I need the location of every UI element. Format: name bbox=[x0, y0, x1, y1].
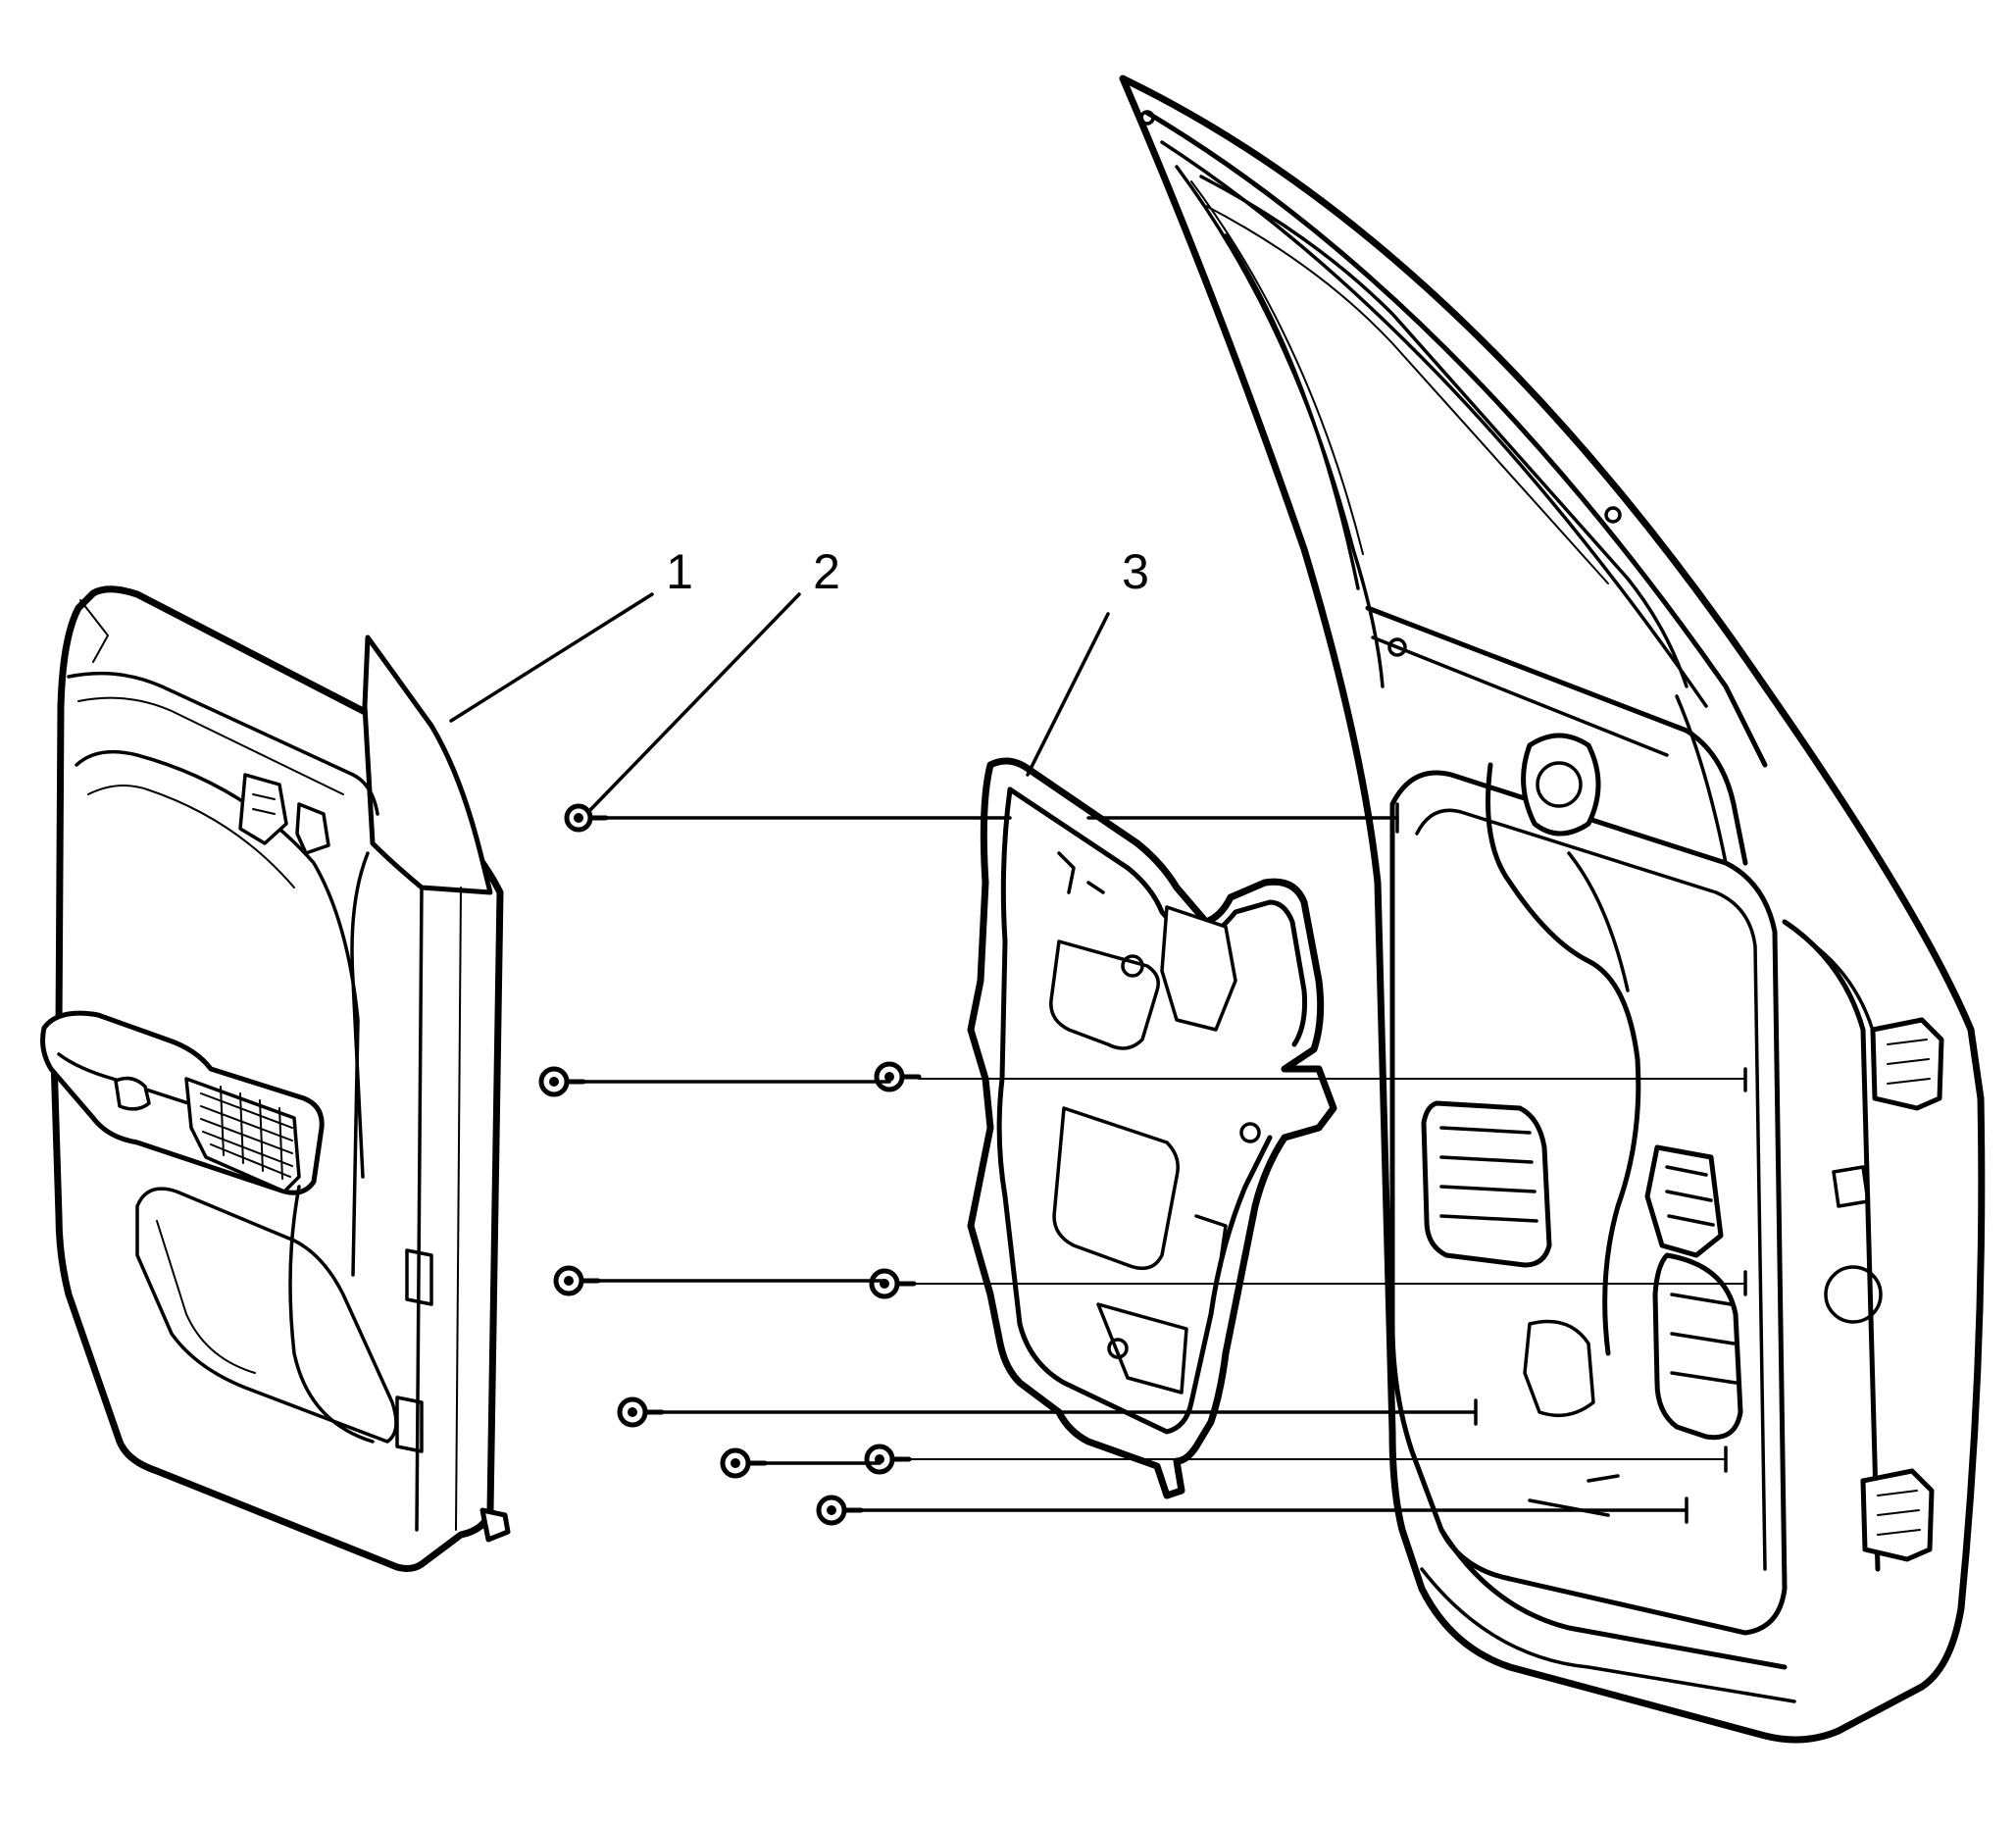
leader-line-2 bbox=[586, 592, 801, 814]
push-pin-retainer-8 bbox=[864, 1444, 912, 1475]
callout-label-3: 3 bbox=[1122, 544, 1149, 599]
push-pin-retainer-2 bbox=[538, 1066, 586, 1097]
push-pin-retainer-1 bbox=[564, 803, 609, 833]
push-pin-retainer-4 bbox=[553, 1265, 601, 1296]
fastener-group bbox=[538, 803, 922, 1526]
leader-line-3 bbox=[1026, 612, 1110, 777]
push-pin-retainer-9 bbox=[816, 1495, 864, 1526]
push-pin-retainer-7 bbox=[720, 1447, 768, 1479]
leader-lines bbox=[449, 592, 1110, 814]
alignment-lines bbox=[581, 802, 1747, 1524]
push-pin-retainer-3 bbox=[874, 1061, 922, 1092]
push-pin-retainer-6 bbox=[617, 1396, 665, 1428]
door-inner-frame bbox=[1119, 75, 1986, 1744]
door-trim-panel bbox=[40, 585, 511, 1572]
callout-label-2: 2 bbox=[813, 544, 840, 599]
callout-labels: 1 2 3 bbox=[666, 544, 1149, 599]
leader-line-1 bbox=[449, 592, 654, 723]
callout-label-1: 1 bbox=[666, 544, 693, 599]
push-pin-retainer-5 bbox=[869, 1268, 917, 1299]
water-deflector bbox=[967, 757, 1337, 1499]
